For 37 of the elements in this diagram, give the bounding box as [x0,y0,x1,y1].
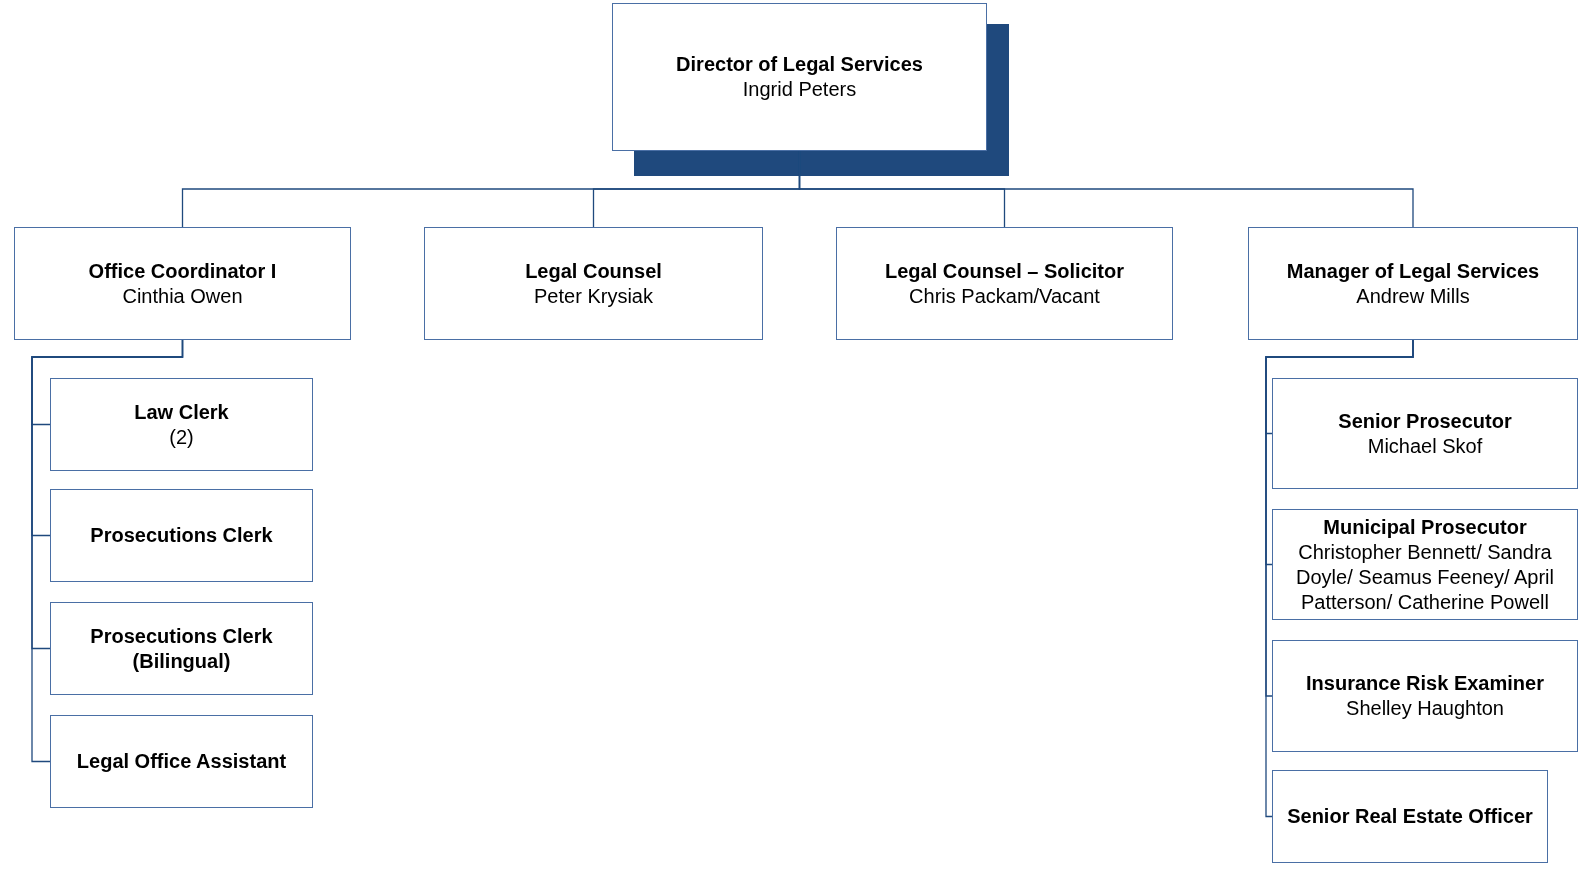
job-title: Office Coordinator I [88,258,277,284]
incumbent-name: Cinthia Owen [122,283,243,309]
incumbent-name: Andrew Mills [1356,283,1470,309]
incumbent-name: Peter Krysiak [534,283,653,309]
job-title: Director of Legal Services [676,52,923,77]
incumbent-name: (2) [169,424,194,450]
job-title: Legal Counsel – Solicitor [885,258,1124,284]
connector-line [31,339,184,763]
incumbent-name: Chris Packam/Vacant [909,283,1100,309]
position-box [1272,770,1548,863]
position-box [836,227,1173,340]
job-title: Prosecutions Clerk (Bilingual) [89,623,274,674]
connector-line [1265,339,1414,818]
job-title: Senior Prosecutor [1338,408,1512,434]
job-title: Law Clerk [134,399,229,425]
incumbent-name: Michael Skof [1367,433,1483,459]
position-box [1272,378,1578,489]
position-box [1248,227,1578,340]
job-title: Municipal Prosecutor [1323,514,1527,540]
position-box [50,715,313,808]
job-title: Insurance Risk Examiner [1306,671,1544,696]
incumbent-name: Christopher Bennett/ Sandra Doyle/ Seamus Feeney/ April Patterson/ Catherine Powell [1295,539,1555,615]
job-title: Legal Office Assistant [76,749,287,774]
position-box [1272,509,1578,620]
position-box [14,227,351,340]
position-box [424,227,763,340]
incumbent-name: Shelley Haughton [1346,696,1504,721]
position-box [50,378,313,471]
job-title: Prosecutions Clerk [90,523,273,548]
position-box [50,489,313,582]
job-title: Senior Real Estate Officer [1287,804,1533,829]
job-title: Manager of Legal Services [1286,258,1540,284]
incumbent-name: Ingrid Peters [742,77,857,102]
position-box [50,602,313,695]
position-box [1272,640,1578,752]
director-box [612,3,987,151]
job-title: Legal Counsel [525,258,662,284]
